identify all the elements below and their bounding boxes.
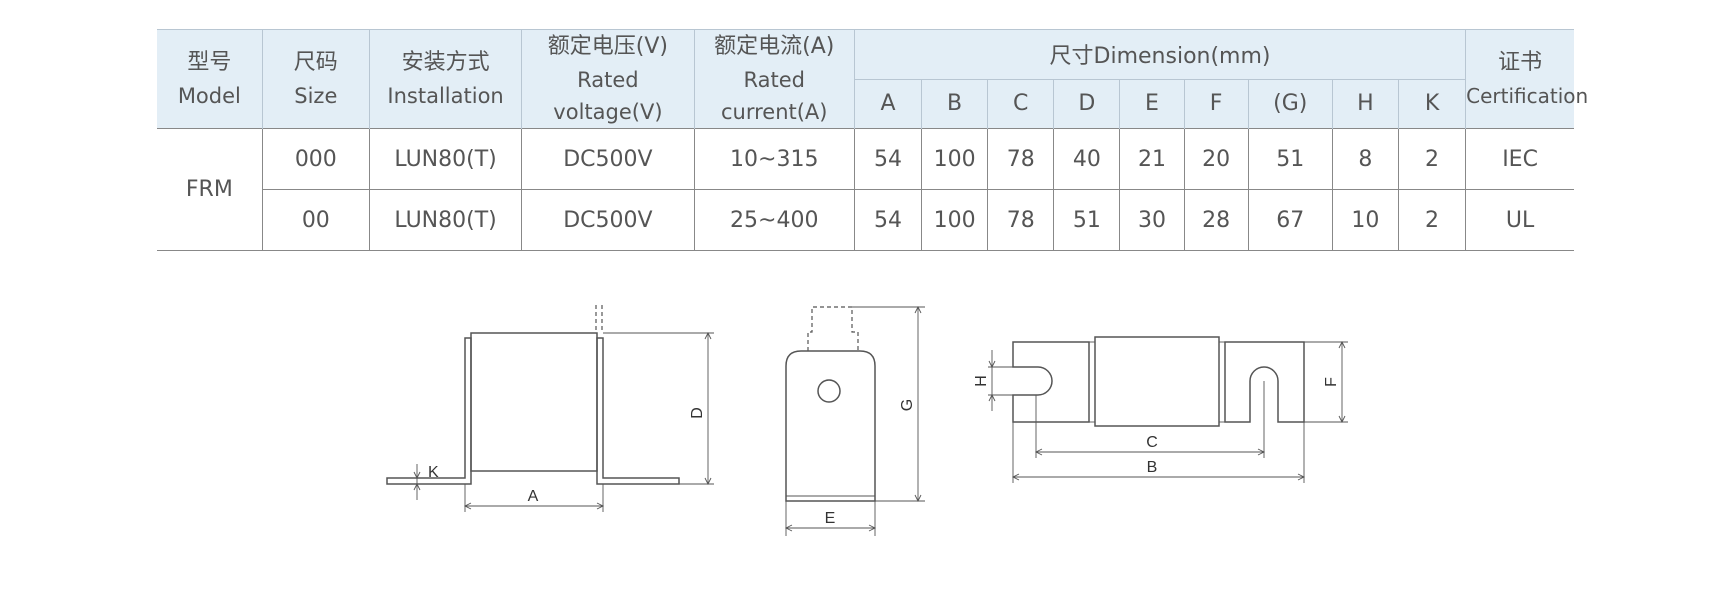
dim-cell: 10 — [1331, 189, 1399, 251]
header-certification: 证书 Certification — [1465, 29, 1588, 129]
front-view-drawing: D A K — [386, 305, 714, 512]
cert-cell: IEC — [1465, 128, 1574, 190]
dim-col-header: K — [1397, 78, 1466, 129]
dim-col-header: H — [1331, 78, 1399, 129]
model-cell: FRM — [157, 128, 263, 251]
dim-cell: 28 — [1183, 189, 1249, 251]
dim-label-f: F — [1323, 377, 1340, 387]
dim-col-header: A — [853, 78, 922, 129]
table-row: 00 LUN80(T) DC500V 25~400 54 100 78 51 3… — [157, 189, 1574, 251]
dim-cell: 2 — [1397, 189, 1466, 251]
dim-label-d: D — [689, 407, 706, 419]
current-cell: 10~315 — [693, 128, 855, 190]
dim-label-b: B — [1147, 459, 1158, 476]
dim-cell: 21 — [1119, 128, 1185, 190]
spec-table: 型号 Model 尺码 Size 安装方式 Installation 额定电压(… — [157, 29, 1588, 251]
dim-label-e: E — [825, 510, 836, 527]
voltage-cell: DC500V — [521, 128, 695, 190]
dim-col-header: B — [921, 78, 988, 129]
dim-label-c: C — [1146, 434, 1158, 451]
dim-cell: 78 — [987, 189, 1054, 251]
dim-label-g: G — [899, 399, 916, 411]
top-view-drawing: H F C B — [973, 336, 1348, 483]
size-cell: 00 — [261, 189, 370, 251]
dim-col-header: E — [1119, 78, 1185, 129]
installation-cell: LUN80(T) — [368, 189, 522, 251]
dim-cell: 8 — [1331, 128, 1399, 190]
dim-cell: 67 — [1247, 189, 1333, 251]
dim-col-header: (G) — [1247, 78, 1333, 129]
dim-label-h: H — [973, 375, 990, 387]
current-cell: 25~400 — [693, 189, 855, 251]
dim-cell: 2 — [1397, 128, 1466, 190]
dim-col-header: C — [987, 78, 1054, 129]
header-dimension: 尺寸Dimension(mm) — [853, 29, 1466, 79]
dim-cell: 20 — [1183, 128, 1249, 190]
header-rated-current: 额定电流(A) Rated current(A) — [693, 29, 855, 129]
side-view-drawing: G E — [784, 305, 925, 536]
dim-cell: 100 — [921, 128, 988, 190]
dim-cell: 51 — [1247, 128, 1333, 190]
cert-cell: UL — [1465, 189, 1574, 251]
dim-col-header: F — [1183, 78, 1249, 129]
dim-col-header: D — [1053, 78, 1120, 129]
dim-cell: 30 — [1119, 189, 1185, 251]
dim-cell: 78 — [987, 128, 1054, 190]
dim-cell: 51 — [1053, 189, 1120, 251]
header-model: 型号 Model — [157, 29, 263, 129]
header-rated-voltage: 额定电压(V) Rated voltage(V) — [521, 29, 695, 129]
size-cell: 000 — [261, 128, 370, 190]
dim-label-k: K — [428, 464, 439, 481]
voltage-cell: DC500V — [521, 189, 695, 251]
dim-label-a: A — [528, 488, 539, 505]
table-row: FRM 000 LUN80(T) DC500V 10~315 54 100 78… — [157, 128, 1574, 251]
dim-cell: 40 — [1053, 128, 1120, 190]
dim-cell: 100 — [921, 189, 988, 251]
header-size: 尺码 Size — [261, 29, 370, 129]
dim-cell: 54 — [853, 189, 922, 251]
installation-cell: LUN80(T) — [368, 128, 522, 190]
header-installation: 安装方式 Installation — [368, 29, 522, 129]
dim-cell: 54 — [853, 128, 922, 190]
